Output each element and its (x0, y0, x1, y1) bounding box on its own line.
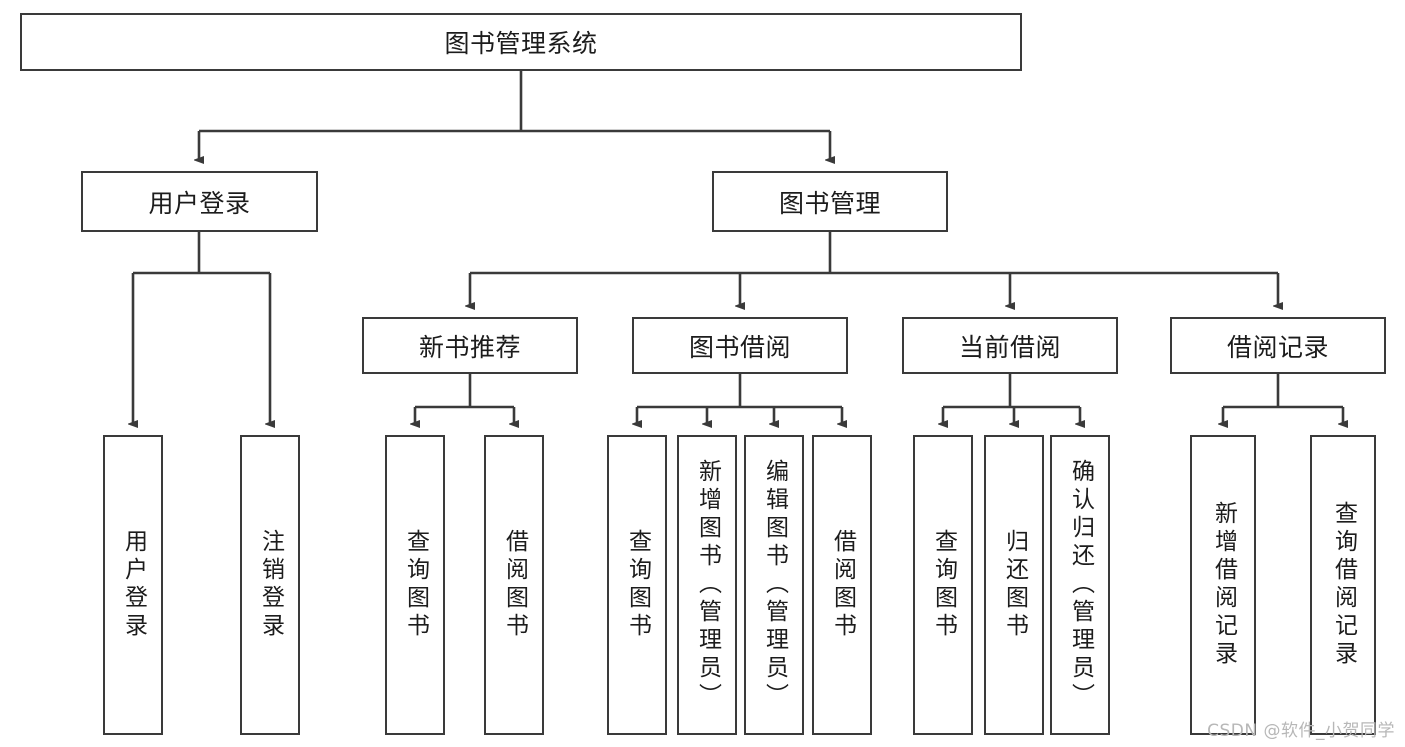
node-leaf-add-record[interactable]: 新增借阅记录 (1190, 435, 1256, 735)
node-leaf-user-login-label: 用户登录 (120, 529, 147, 641)
node-leaf-query-book-cur-label: 查询图书 (930, 529, 957, 641)
node-leaf-add-book[interactable]: 新增图书（管理员） (677, 435, 737, 735)
node-current-borrow[interactable]: 当前借阅 (902, 317, 1118, 374)
node-leaf-query-book-cur[interactable]: 查询图书 (913, 435, 973, 735)
node-leaf-query-book-borrow-label: 查询图书 (624, 529, 651, 641)
node-leaf-user-login[interactable]: 用户登录 (103, 435, 163, 735)
node-leaf-logout[interactable]: 注销登录 (240, 435, 300, 735)
node-book-borrow-label: 图书借阅 (688, 332, 791, 362)
node-book-borrow[interactable]: 图书借阅 (632, 317, 848, 374)
node-leaf-query-record-label: 查询借阅记录 (1330, 501, 1357, 669)
watermark: CSDN @软件_小贺同学 (1207, 721, 1395, 741)
node-leaf-add-book-label: 新增图书（管理员） (694, 459, 721, 711)
node-leaf-borrow-book-rec[interactable]: 借阅图书 (484, 435, 544, 735)
node-leaf-confirm-return-label: 确认归还（管理员） (1067, 459, 1094, 711)
node-leaf-query-record[interactable]: 查询借阅记录 (1310, 435, 1376, 735)
node-leaf-logout-label: 注销登录 (257, 529, 284, 641)
node-leaf-query-book-rec[interactable]: 查询图书 (385, 435, 445, 735)
node-root-label: 图书管理系统 (444, 29, 598, 58)
node-borrow-record[interactable]: 借阅记录 (1170, 317, 1386, 374)
node-borrow-record-label: 借阅记录 (1226, 332, 1329, 362)
node-book-management[interactable]: 图书管理 (712, 171, 948, 232)
node-leaf-edit-book[interactable]: 编辑图书（管理员） (744, 435, 804, 735)
node-user-login[interactable]: 用户登录 (81, 171, 318, 232)
node-leaf-query-book-borrow[interactable]: 查询图书 (607, 435, 667, 735)
node-leaf-return-book[interactable]: 归还图书 (984, 435, 1044, 735)
node-leaf-add-record-label: 新增借阅记录 (1210, 501, 1237, 669)
node-book-management-label: 图书管理 (778, 188, 881, 218)
node-new-book-recommend[interactable]: 新书推荐 (362, 317, 578, 374)
node-leaf-return-book-label: 归还图书 (1001, 529, 1028, 641)
node-user-login-label: 用户登录 (148, 188, 251, 218)
node-current-borrow-label: 当前借阅 (958, 332, 1061, 362)
node-leaf-edit-book-label: 编辑图书（管理员） (761, 459, 788, 711)
node-new-book-recommend-label: 新书推荐 (418, 332, 521, 362)
node-leaf-query-book-rec-label: 查询图书 (402, 529, 429, 641)
node-leaf-borrow-book-label: 借阅图书 (829, 529, 856, 641)
node-leaf-confirm-return[interactable]: 确认归还（管理员） (1050, 435, 1110, 735)
node-leaf-borrow-book[interactable]: 借阅图书 (812, 435, 872, 735)
node-leaf-borrow-book-rec-label: 借阅图书 (501, 529, 528, 641)
node-root[interactable]: 图书管理系统 (20, 13, 1022, 71)
